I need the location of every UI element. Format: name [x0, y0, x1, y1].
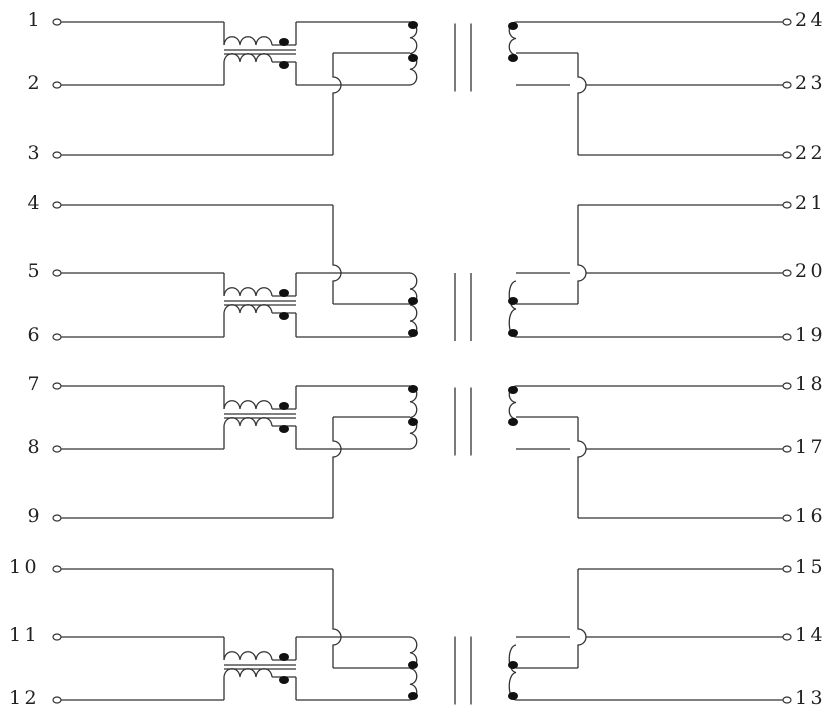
pin-terminal-right — [782, 18, 792, 26]
polarity-dot — [279, 61, 289, 69]
polarity-dot — [508, 22, 518, 30]
polarity-dot — [279, 312, 289, 320]
transformer-primary-coil — [409, 385, 418, 450]
polarity-dot — [279, 38, 289, 46]
pin-terminal-left — [52, 201, 62, 209]
polarity-dot — [508, 661, 518, 669]
pin-label-left: 4 — [27, 192, 43, 214]
pin-terminal-right — [782, 333, 792, 341]
polarity-dot — [279, 402, 289, 410]
wire-crossover — [577, 53, 587, 155]
polarity-dot — [408, 21, 418, 29]
polarity-dot — [408, 329, 418, 337]
polarity-dot — [408, 692, 418, 700]
polarity-dot — [508, 54, 518, 62]
pin-label-right: 19 — [795, 324, 827, 346]
pin-label-left: 1 — [27, 9, 43, 31]
wire-crossover — [577, 417, 587, 518]
pin-terminal-right — [782, 445, 792, 453]
pin-terminal-left — [52, 81, 62, 89]
wire-crossover — [577, 569, 587, 668]
pin-label-right: 21 — [795, 192, 827, 214]
choke-coil-bottom — [223, 668, 273, 678]
wire-crossover — [332, 569, 342, 668]
pin-terminal-left — [52, 514, 62, 522]
transformer-primary-coil — [409, 272, 418, 338]
choke-coil-top — [223, 400, 273, 410]
pin-terminal-right — [782, 633, 792, 641]
pin-terminal-right — [782, 151, 792, 159]
polarity-dot — [408, 661, 418, 669]
choke-coil-bottom — [223, 417, 273, 427]
channel-3 — [52, 382, 792, 522]
channel-4 — [52, 565, 792, 705]
pin-terminal-right — [782, 565, 792, 573]
pin-terminal-left — [52, 696, 62, 704]
choke-coil-top — [223, 36, 273, 46]
pin-label-left: 6 — [27, 324, 43, 346]
polarity-dot — [279, 676, 289, 684]
polarity-dot — [279, 425, 289, 433]
polarity-dot — [508, 329, 518, 337]
pin-label-left: 9 — [27, 505, 43, 527]
wire-crossover — [332, 53, 342, 155]
pin-label-left: 2 — [27, 72, 43, 94]
pin-label-right: 22 — [795, 142, 827, 164]
transformer-primary-coil — [409, 636, 418, 701]
pin-terminal-left — [52, 269, 62, 277]
transformer-primary-coil — [409, 21, 418, 86]
polarity-dot — [408, 385, 418, 393]
pin-terminal-left — [52, 333, 62, 341]
pin-label-right: 23 — [795, 72, 827, 94]
choke-coil-top — [223, 287, 273, 297]
pin-label-right: 20 — [795, 260, 827, 282]
pin-label-left: 12 — [8, 687, 40, 709]
pin-terminal-left — [52, 565, 62, 573]
pin-label-left: 5 — [27, 260, 43, 282]
transformer-secondary-coil — [508, 280, 517, 338]
pin-terminal-left — [52, 633, 62, 641]
polarity-dot — [408, 297, 418, 305]
choke-coil-bottom — [223, 53, 273, 63]
polarity-dot — [508, 692, 518, 700]
pin-label-right: 24 — [795, 9, 827, 31]
pin-label-left: 3 — [27, 142, 43, 164]
pin-label-right: 16 — [795, 505, 827, 527]
polarity-dot — [508, 418, 518, 426]
pin-label-left: 7 — [27, 373, 43, 395]
pin-terminal-left — [52, 18, 62, 26]
polarity-dot — [408, 418, 418, 426]
pin-terminal-right — [782, 696, 792, 704]
polarity-dot — [408, 54, 418, 62]
choke-coil-bottom — [223, 304, 273, 314]
pin-label-left: 10 — [8, 556, 40, 578]
wire-crossover — [332, 205, 342, 304]
choke-coil-top — [223, 651, 273, 661]
pin-terminal-left — [52, 382, 62, 390]
pin-label-left: 8 — [27, 436, 43, 458]
pin-terminal-right — [782, 81, 792, 89]
polarity-dot — [508, 386, 518, 394]
pin-label-left: 11 — [8, 624, 40, 646]
channel-2 — [52, 201, 792, 341]
pin-label-right: 13 — [795, 687, 827, 709]
pin-label-right: 15 — [795, 556, 827, 578]
pin-label-right: 18 — [795, 373, 827, 395]
polarity-dot — [279, 653, 289, 661]
pin-label-right: 14 — [795, 624, 827, 646]
polarity-dot — [279, 289, 289, 297]
wire-crossover — [577, 205, 587, 304]
channel-1 — [52, 18, 792, 159]
pin-terminal-right — [782, 382, 792, 390]
pin-terminal-right — [782, 514, 792, 522]
pin-terminal-right — [782, 269, 792, 277]
pin-terminal-left — [52, 151, 62, 159]
transformer-secondary-coil — [508, 644, 517, 701]
pin-terminal-left — [52, 445, 62, 453]
wire-crossover — [332, 417, 342, 518]
pin-terminal-right — [782, 201, 792, 209]
pin-label-right: 17 — [795, 436, 827, 458]
polarity-dot — [508, 297, 518, 305]
